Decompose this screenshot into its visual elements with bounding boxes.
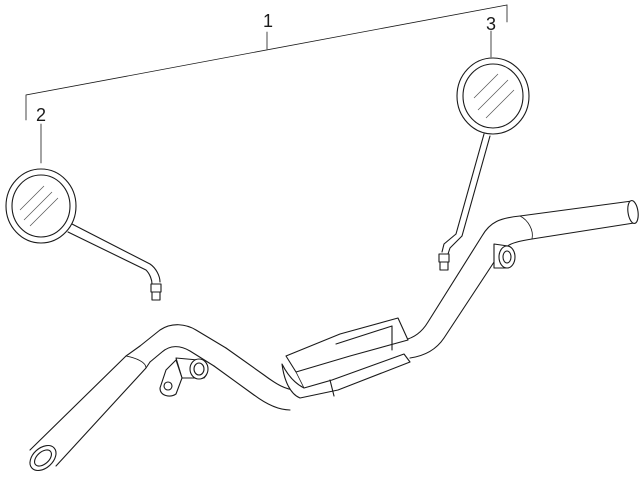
- center-clamp: [281, 317, 411, 399]
- assembly-bracket: [25, 4, 508, 164]
- left-mirror-mount: [159, 357, 209, 397]
- callout-1: 1: [263, 11, 273, 31]
- callout-3: 3: [486, 14, 496, 34]
- callout-2: 2: [36, 105, 46, 125]
- right-mirror: [438, 57, 530, 271]
- handlebar: [29, 200, 639, 472]
- right-mirror-mount: [493, 243, 516, 269]
- left-mirror: [5, 168, 162, 301]
